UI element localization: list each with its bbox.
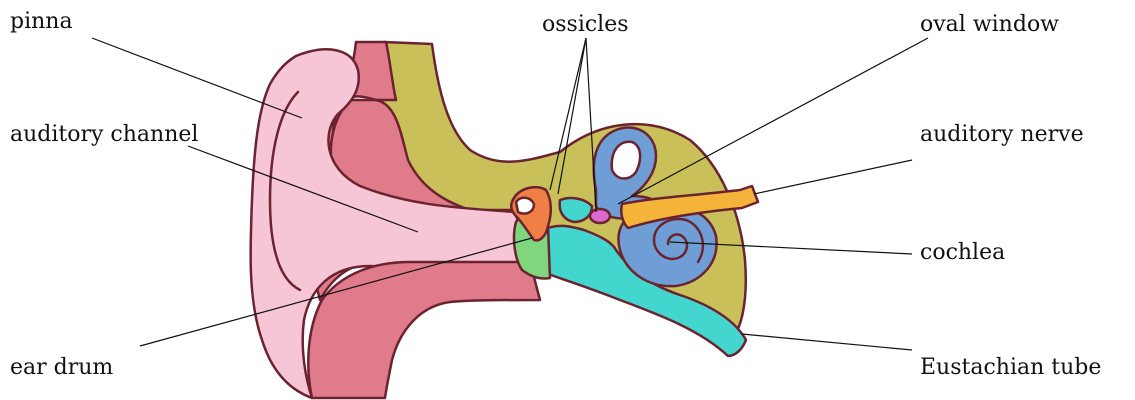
pointer-oval-window (618, 38, 928, 204)
label-oval-window: oval window (920, 12, 1059, 38)
ear-canal-lower-wall (308, 262, 540, 398)
canal-loop-inner (612, 142, 640, 179)
label-pinna: pinna (10, 9, 73, 35)
label-cochlea: cochlea (920, 240, 1005, 266)
label-ear-drum: ear drum (10, 355, 113, 381)
label-auditory-channel: auditory channel (10, 122, 198, 148)
pointer-auditory-nerve (754, 160, 912, 194)
ear-drawing (251, 42, 758, 398)
label-ossicles: ossicles (542, 12, 629, 38)
pointer-eustachian-tube (742, 334, 912, 350)
stapes (560, 198, 592, 222)
incus (516, 198, 534, 214)
label-eustachian-tube: Eustachian tube (920, 355, 1101, 381)
pointer-pinna (92, 38, 302, 118)
label-auditory-nerve: auditory nerve (920, 122, 1084, 148)
oval-window-shape (590, 209, 610, 223)
